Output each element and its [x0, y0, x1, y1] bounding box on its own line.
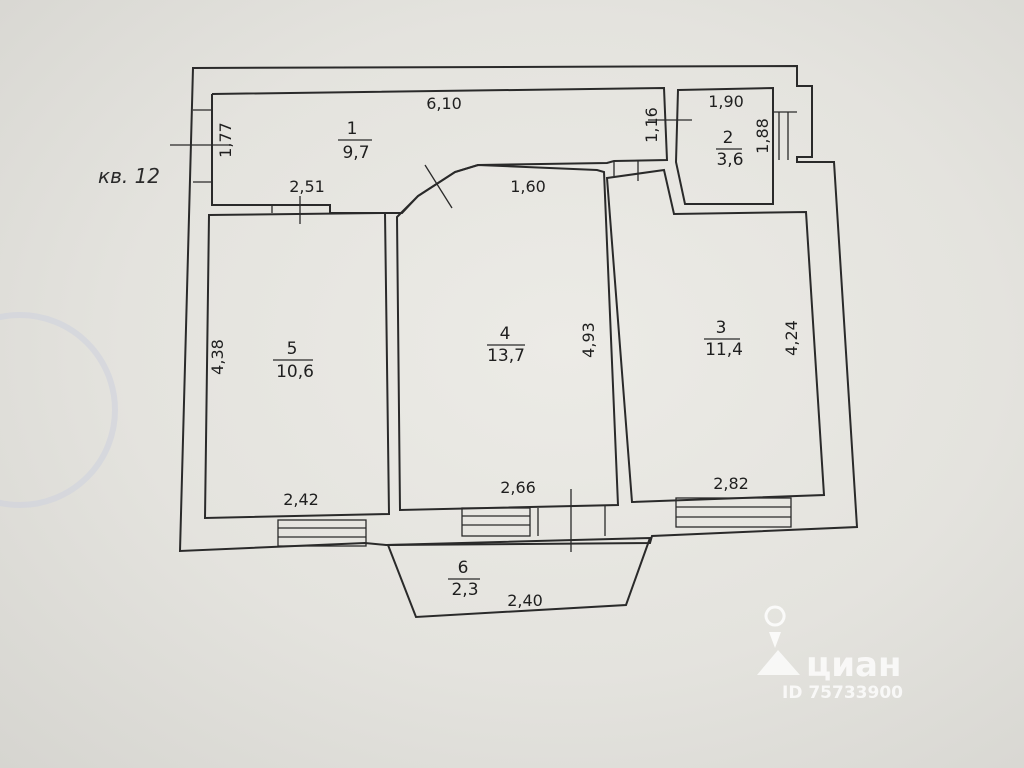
cian-logo-icon [757, 650, 800, 675]
dim-room2-width: 1,90 [708, 92, 744, 111]
watermark-brand: циан [806, 645, 901, 685]
room-1-label: 1 9,7 [338, 119, 372, 163]
outer-wall [178, 64, 859, 553]
room-5-window [277, 519, 367, 547]
cian-watermark: циан ID 75733900 [757, 605, 903, 703]
dim-room4-width: 2,66 [500, 478, 536, 497]
dim-room1-height: 1,77 [216, 122, 235, 158]
room-6-number: 6 [458, 558, 469, 578]
stamp-mark [0, 312, 118, 508]
room-6-label: 6 2,3 [448, 558, 480, 600]
dim-room1-side: 1,16 [642, 107, 661, 143]
room-1-number: 1 [347, 119, 358, 139]
location-pin-icon [764, 605, 786, 648]
room-5-number: 5 [287, 339, 298, 359]
room-3-window [675, 497, 792, 528]
room-2-label: 2 3,6 [716, 128, 744, 170]
room-5-area: 10,6 [276, 362, 314, 382]
dim-room3-width: 2,82 [713, 474, 749, 493]
dim-room4-height: 4,93 [579, 322, 598, 358]
dim-room5-width: 2,42 [283, 490, 319, 509]
room-6-outline [386, 536, 652, 619]
room-4-number: 4 [500, 324, 511, 344]
room-3-number: 3 [716, 318, 727, 338]
dim-room1-length: 6,10 [426, 94, 462, 113]
dim-room1-bottom: 2,51 [289, 177, 325, 196]
room-3-outline [605, 168, 826, 504]
dim-room5-height: 4,38 [208, 339, 227, 375]
room-4-area: 13,7 [487, 346, 525, 366]
room-5-outline [203, 211, 391, 520]
room-2-outline [674, 86, 774, 205]
room-1-area: 9,7 [342, 143, 369, 163]
room-4-window [461, 507, 531, 537]
room-2-area: 3,6 [716, 150, 743, 170]
room-4-label: 4 13,7 [487, 324, 525, 366]
room-3-label: 3 11,4 [704, 318, 743, 360]
room-5-label: 5 10,6 [273, 339, 314, 382]
room-6-area: 2,3 [451, 580, 478, 600]
dim-room3-height: 4,24 [782, 320, 801, 356]
dim-room4-top: 1,60 [510, 177, 546, 196]
dim-room2-height: 1,88 [753, 118, 772, 154]
room-2-number: 2 [723, 128, 734, 148]
room-3-area: 11,4 [705, 340, 743, 360]
watermark-id: ID 75733900 [782, 683, 903, 703]
apartment-label: кв. 12 [98, 164, 160, 188]
dim-room6-width: 2,40 [507, 591, 543, 610]
